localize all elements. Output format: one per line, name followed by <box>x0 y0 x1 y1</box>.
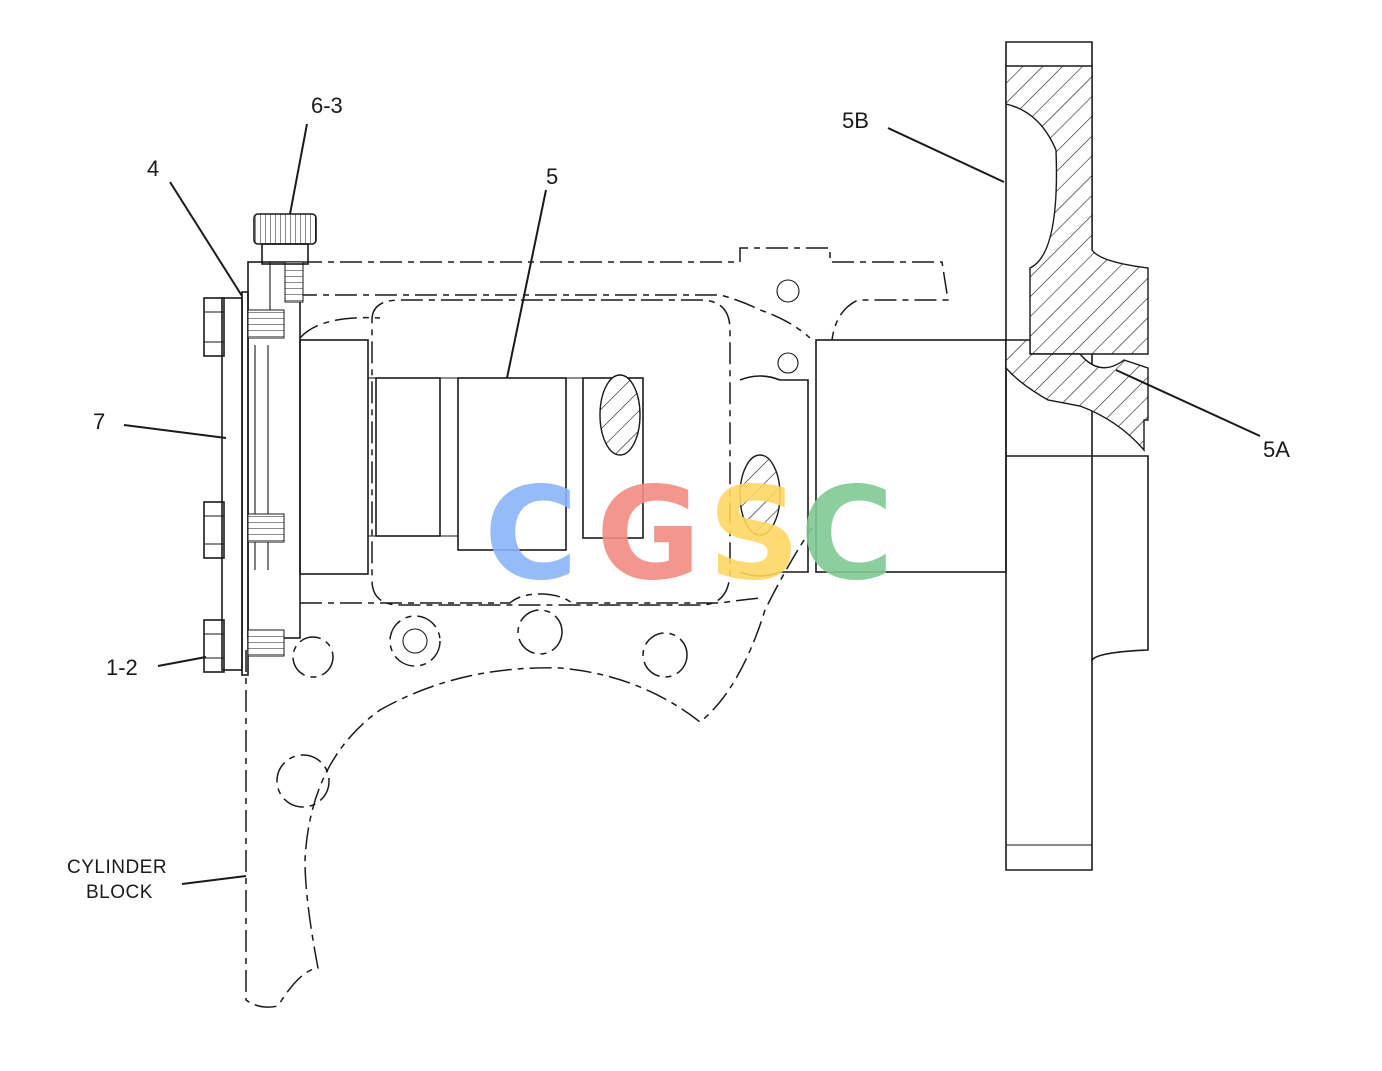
watermark: C G S C <box>484 460 894 609</box>
leader-lines <box>123 123 1261 885</box>
watermark-letter-4: C <box>800 460 894 609</box>
callout-6-3: 6-3 <box>311 93 343 118</box>
bolt-top <box>203 297 285 357</box>
callout-5: 5 <box>546 164 558 189</box>
callout-4: 4 <box>147 156 159 181</box>
cylinder-block-outline <box>245 247 949 1008</box>
callout-1-2: 1-2 <box>106 655 138 680</box>
watermark-letter-2: G <box>596 460 701 609</box>
knurled-plug <box>253 213 317 265</box>
callout-5b: 5B <box>842 108 869 133</box>
watermark-letter-3: S <box>708 460 800 609</box>
callout-cylinder-block-line2: BLOCK <box>86 882 153 903</box>
bolt-middle <box>203 501 285 559</box>
callout-cylinder-block-line1: CYLINDER <box>67 857 167 878</box>
callout-5a: 5A <box>1263 437 1290 462</box>
bolt-bottom <box>203 619 285 673</box>
watermark-letter-1: C <box>484 460 578 609</box>
flange-gear <box>1005 41 1149 871</box>
callout-7: 7 <box>93 409 105 434</box>
shaft-assembly <box>299 339 1007 577</box>
